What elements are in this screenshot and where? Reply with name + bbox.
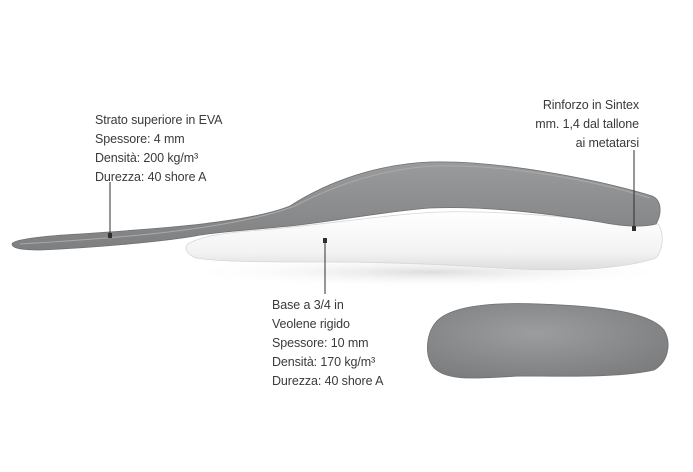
top-layer-edge xyxy=(19,165,651,245)
rigid-base-layer xyxy=(185,211,663,271)
callout-reinforcement-line: ai metatarsi xyxy=(575,136,640,150)
callout-top-layer-line: Durezza: 40 shore A xyxy=(95,170,207,184)
callout-base-line: Durezza: 40 shore A xyxy=(272,374,384,388)
callout-base-line: Veolene rigido xyxy=(272,317,350,331)
top-eva-layer xyxy=(11,161,661,251)
callout-top-layer-line: Spessore: 4 mm xyxy=(95,132,185,146)
callout-top-layer-line: Densità: 200 kg/m³ xyxy=(95,151,199,165)
insole-sole-view xyxy=(427,303,669,379)
callout-base-line: Spessore: 10 mm xyxy=(272,336,369,350)
callout-base-line: Base a 3/4 in xyxy=(272,298,344,312)
callout-top-layer-line: Strato superiore in EVA xyxy=(95,113,223,127)
leader-marker-base xyxy=(323,238,327,243)
callout-reinforcement-line: mm. 1,4 dal tallone xyxy=(535,117,639,131)
callout-reinforcement-line: Rinforzo in Sintex xyxy=(542,98,639,112)
callout-base-line: Densità: 170 kg/m³ xyxy=(272,355,376,369)
leader-marker-reinforcement xyxy=(632,226,636,231)
callout-base: Base a 3/4 in Veolene rigido Spessore: 1… xyxy=(272,296,383,391)
leader-marker-top-layer xyxy=(108,233,112,238)
callout-reinforcement: Rinforzo in Sintex mm. 1,4 dal tallone a… xyxy=(535,96,639,153)
callout-top-layer: Strato superiore in EVA Spessore: 4 mm D… xyxy=(95,111,223,187)
